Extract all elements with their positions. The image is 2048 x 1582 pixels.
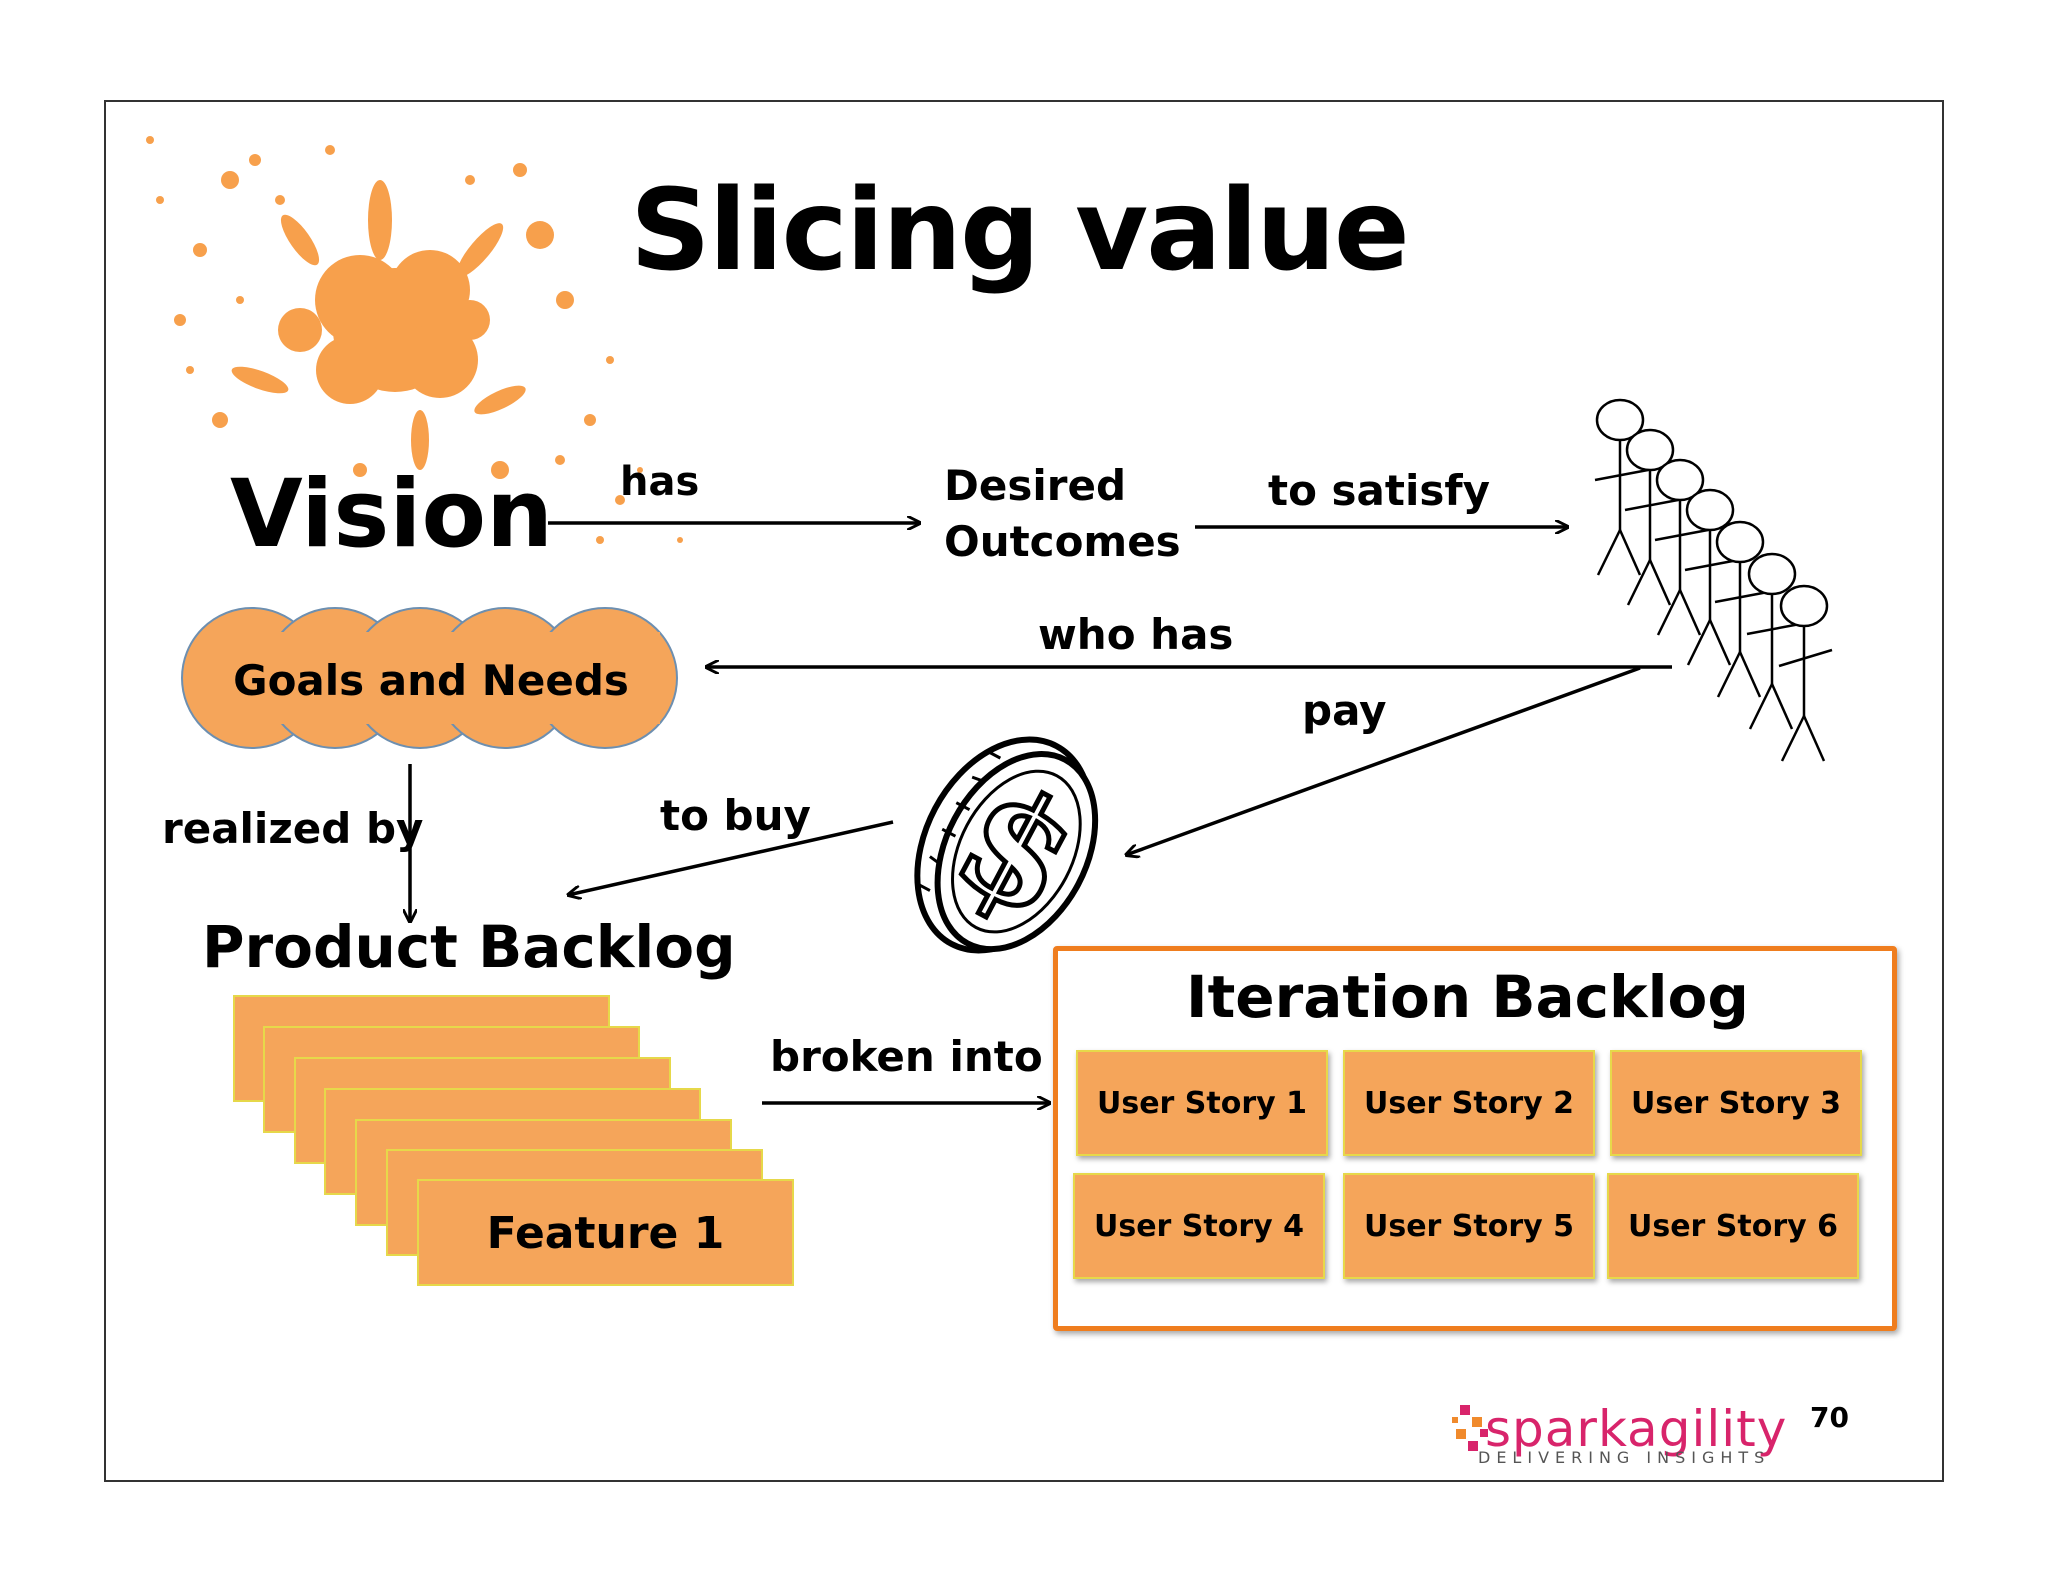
- realized-by-label: realized by: [162, 804, 424, 853]
- to-buy-label: to buy: [660, 791, 811, 840]
- logo-tagline: DELIVERING INSIGHTS: [1478, 1448, 1771, 1467]
- page-number: 70: [1810, 1401, 1849, 1434]
- product-backlog-label: Product Backlog: [202, 913, 736, 981]
- paint-splat-icon: [146, 136, 683, 544]
- user-story-card: User Story 2: [1343, 1050, 1595, 1156]
- iteration-backlog-label: Iteration Backlog: [1186, 963, 1749, 1031]
- user-story-card: User Story 6: [1607, 1173, 1859, 1279]
- has-label: has: [620, 459, 700, 505]
- user-story-card: User Story 5: [1343, 1173, 1595, 1279]
- user-story-card: User Story 4: [1073, 1173, 1325, 1279]
- dollar-coin-icon: $: [914, 736, 1107, 955]
- arrow-people-to-coin: [1126, 666, 1641, 855]
- vision-label: Vision: [230, 460, 553, 569]
- user-story-card: User Story 1: [1076, 1050, 1328, 1156]
- slide-title: Slicing value: [630, 166, 1410, 296]
- desired-outcomes-line1: Desired: [944, 461, 1127, 510]
- goals-and-needs-label: Goals and Needs: [233, 656, 629, 705]
- to-satisfy-label: to satisfy: [1268, 466, 1491, 515]
- desired-outcomes-line2: Outcomes: [944, 517, 1181, 566]
- who-has-label: who has: [1038, 610, 1234, 659]
- arrow-coin-to-product-backlog: [568, 820, 894, 895]
- logo-wordmark: sparkagility: [1485, 1400, 1788, 1458]
- desired-outcomes-label: Desired Outcomes: [944, 458, 1181, 570]
- broken-into-label: broken into: [770, 1032, 1043, 1081]
- customers-stick-figures-icon: [1594, 398, 1833, 762]
- pay-label: pay: [1302, 686, 1387, 735]
- user-story-card: User Story 3: [1610, 1050, 1862, 1156]
- iteration-backlog-box: [1053, 946, 1897, 1331]
- feature-label: Feature 1: [486, 1208, 725, 1259]
- sparkagility-logo-icon: [1452, 1405, 1488, 1451]
- feature-stack: [233, 995, 794, 1286]
